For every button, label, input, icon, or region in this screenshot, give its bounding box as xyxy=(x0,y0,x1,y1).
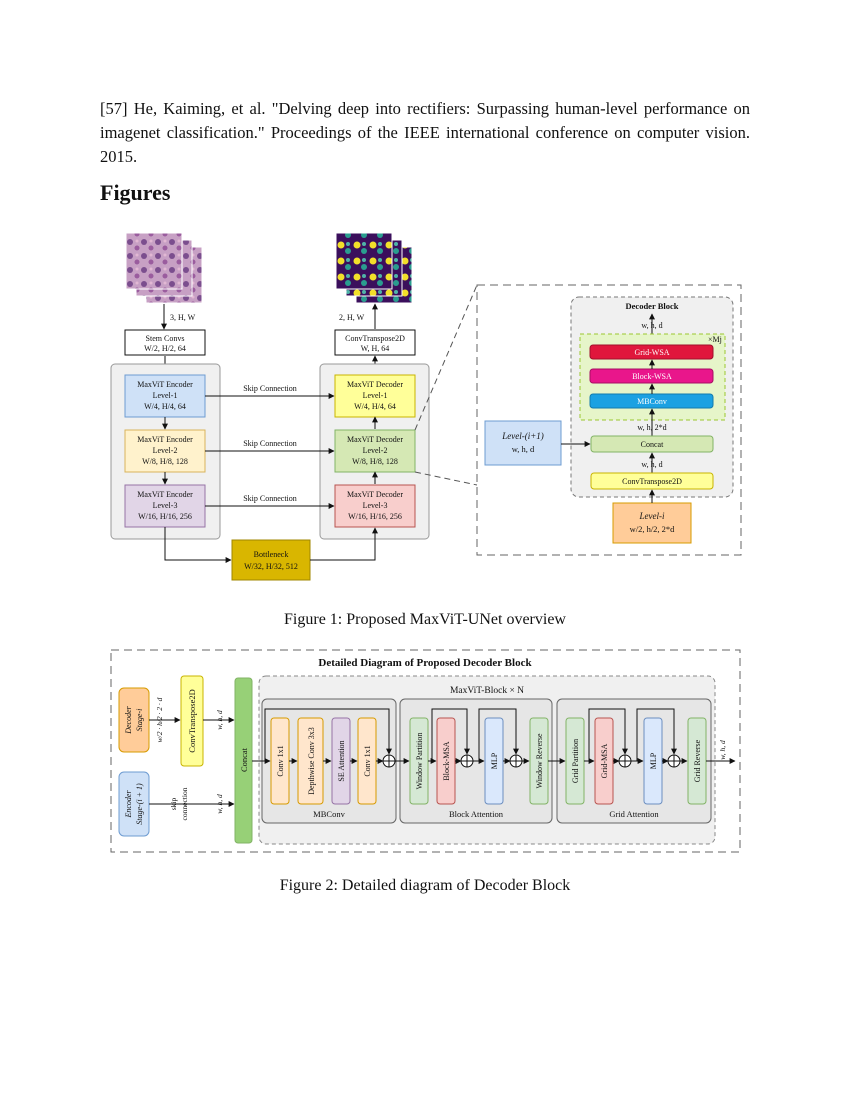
convtranspose-top-title: ConvTranspose2D xyxy=(345,334,405,343)
decoder-stage-level: Stage-i xyxy=(135,709,144,732)
block-msa-label: Block-MSA xyxy=(442,741,451,780)
input-image-stack xyxy=(125,232,203,304)
window-reverse-label: Window Reverse xyxy=(535,733,544,788)
mbconv-conv1x1-a-label: Conv 1x1 xyxy=(276,745,285,776)
decoder-level1-level: Level-1 xyxy=(363,391,388,400)
grid-partition-label: Grid Partition xyxy=(571,739,580,783)
decoder-level3-dims: W/16, H/16, 256 xyxy=(348,512,402,521)
grid-wsa-label: Grid-WSA xyxy=(634,348,669,357)
figure2-caption: Figure 2: Detailed diagram of Decoder Bl… xyxy=(279,877,571,894)
reference-entry: [57] He, Kaiming, et al. "Delving deep i… xyxy=(100,99,750,166)
output-dims: w, h, d xyxy=(718,740,727,760)
window-partition-label: Window Partition xyxy=(415,733,424,790)
convtranspose-detail-box xyxy=(590,472,714,490)
bottleneck-title: Bottleneck xyxy=(254,550,289,559)
skip-label-1: Skip Connection xyxy=(243,384,297,393)
decoder-level3-level: Level-3 xyxy=(363,501,388,510)
encoder-stage-level: Stage-(i + 1) xyxy=(135,783,144,825)
encoder-level2-title: MaxViT Encoder xyxy=(137,435,193,444)
bottleneck-dims: W/32, H/32, 512 xyxy=(244,562,298,571)
stem-convs-title: Stem Convs xyxy=(146,334,185,343)
output-mask-stack xyxy=(335,232,413,304)
residual-add-nodes xyxy=(382,754,681,768)
level-input-level: Level-i xyxy=(639,511,665,521)
decoder-block-convt-dims: w, h, d xyxy=(641,460,662,469)
input-dims-label: 3, H, W xyxy=(170,313,196,322)
skip-label-2: Skip Connection xyxy=(243,439,297,448)
decoder-level3-title: MaxViT Decoder xyxy=(347,490,403,499)
encoder-level3-dims: W/16, H/16, 256 xyxy=(138,512,192,521)
decoder-level1-title: MaxViT Decoder xyxy=(347,380,403,389)
decoder-level2-box xyxy=(334,429,416,473)
convtranspose-top-dims: W, H, 64 xyxy=(361,344,390,353)
mbconv-group-label: MBConv xyxy=(313,809,345,819)
skip-connection-label-1: skip xyxy=(169,798,178,811)
figure2-frame xyxy=(110,649,741,853)
mbconv-se-attention-label: SE Attention xyxy=(337,740,346,781)
convtranspose2d-label: ConvTranspose2D xyxy=(187,689,197,752)
concat-label: Concat xyxy=(641,440,664,449)
figure2-diagram: Detailed Diagram of Proposed Decoder Blo… xyxy=(110,649,741,853)
bottleneck-box xyxy=(231,539,311,581)
concat-bar-label: Concat xyxy=(239,747,249,772)
block-wsa-label: Block-WSA xyxy=(632,372,672,381)
skip-label-3: Skip Connection xyxy=(243,494,297,503)
decoder-stage-label: Decoder xyxy=(124,705,133,734)
grid-wsa-box xyxy=(589,344,714,360)
encoder-level2-box xyxy=(124,429,206,473)
block-attention-group-label: Block Attention xyxy=(449,809,504,819)
skip-input-level: Level-(i+1) xyxy=(501,431,544,441)
encoder-stage-label: Encoder xyxy=(124,790,133,819)
convtranspose-top-box xyxy=(334,329,416,356)
maxvit-block-label: MaxViT-Block × N xyxy=(450,686,524,696)
mbconv-conv1x1-b-label: Conv 1x1 xyxy=(363,745,372,776)
decoder-block-mid-dims: w, h, 2*d xyxy=(637,423,666,432)
decoder-block-out-dims: w, h, d xyxy=(641,321,662,330)
output-dims-label: 2, H, W xyxy=(339,313,365,322)
figure2-title: Detailed Diagram of Proposed Decoder Blo… xyxy=(318,657,532,669)
grid-reverse-label: Grid Reverse xyxy=(693,739,702,782)
decoder-level3-box xyxy=(334,484,416,528)
encoder-level1-dims: W/4, H/4, 64 xyxy=(144,402,186,411)
figure1-caption: Figure 1: Proposed MaxViT-UNet overview xyxy=(284,611,566,628)
repeat-label: ×Mj xyxy=(708,335,722,344)
figure1-diagram: 3, H, W 2, H, W Stem Convs W/2, H/2, 64 … xyxy=(110,232,742,581)
encoder-level3-title: MaxViT Encoder xyxy=(137,490,193,499)
encoder-level2-level: Level-2 xyxy=(153,446,178,455)
grid-msa-label: Grid-MSA xyxy=(600,743,609,778)
encoder-level2-dims: W/8, H/8, 128 xyxy=(142,457,188,466)
skip-connection-label-2: connection xyxy=(180,787,189,820)
skip-input-dims: w, h, d xyxy=(512,444,535,454)
decoder-level1-box xyxy=(334,374,416,418)
stem-convs-box xyxy=(124,329,206,356)
encoder-level1-level: Level-1 xyxy=(153,391,178,400)
level-input-box xyxy=(612,502,692,544)
flow-arrows xyxy=(252,708,736,764)
concat-box xyxy=(590,435,714,453)
decoder-level2-title: MaxViT Decoder xyxy=(347,435,403,444)
block-mlp-label: MLP xyxy=(490,752,499,769)
encoder-level1-title: MaxViT Encoder xyxy=(137,380,193,389)
skip-input-box xyxy=(484,420,562,466)
mbconv-depthwise-label: Depthwise Conv 3x3 xyxy=(307,727,316,795)
grid-attention-group-label: Grid Attention xyxy=(609,809,659,819)
decoder-block-title: Decoder Block xyxy=(626,301,679,311)
grid-mlp-label: MLP xyxy=(649,752,658,769)
level-input-dims: w/2, h/2, 2*d xyxy=(630,524,676,534)
stem-convs-dims: W/2, H/2, 64 xyxy=(144,344,186,353)
mbconv-label: MBConv xyxy=(637,397,667,406)
decoder-block-detail-frame xyxy=(476,284,742,556)
decoder-level1-dims: W/4, H/4, 64 xyxy=(354,402,396,411)
convtranspose-detail-label: ConvTranspose2D xyxy=(622,477,682,486)
decoder-level2-dims: W/8, H/8, 128 xyxy=(352,457,398,466)
decoder-level2-level: Level-2 xyxy=(363,446,388,455)
section-heading: Figures xyxy=(100,180,171,205)
skip-dims: w, h, d xyxy=(215,794,224,814)
encoder-level3-level: Level-3 xyxy=(153,501,178,510)
convtranspose2d-box xyxy=(180,675,204,767)
decoder-input-dims: w/2 · h/2 · 2 · d xyxy=(155,697,164,742)
convtranspose-out-dims: w, h, d xyxy=(215,710,224,730)
